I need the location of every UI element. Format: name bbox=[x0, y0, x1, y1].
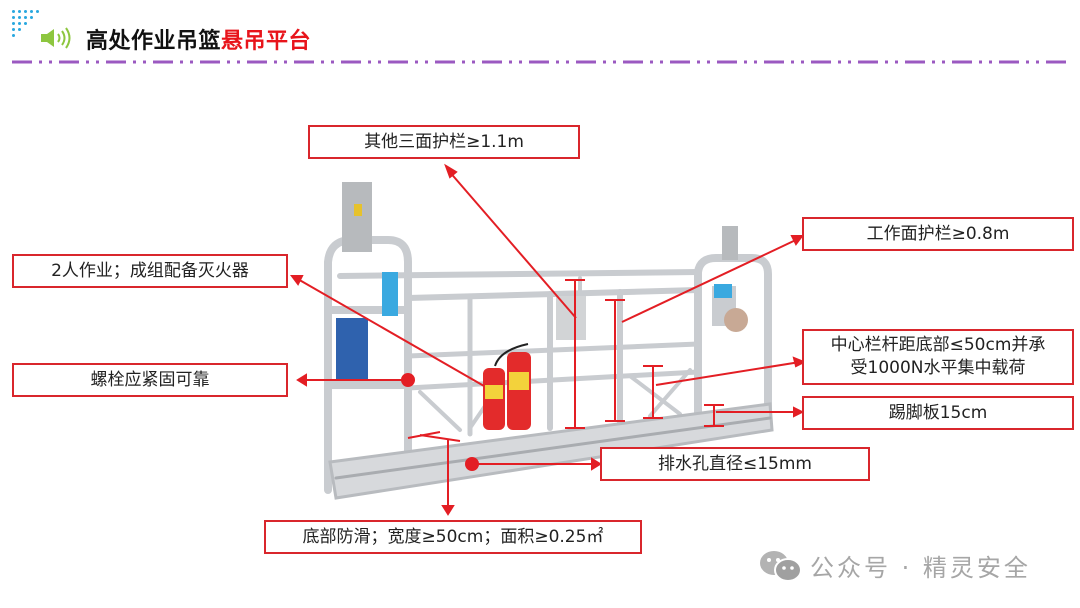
dash-dot-divider bbox=[12, 60, 1072, 64]
callout-two-person: 2人作业；成组配备灭火器 bbox=[12, 254, 288, 288]
speaker-icon bbox=[41, 27, 71, 49]
control-box bbox=[336, 318, 368, 380]
callout-middle-rail-line1: 中心栏杆距底部≤50cm并承 bbox=[830, 335, 1046, 355]
callout-work-rail: 工作面护栏≥0.8m bbox=[802, 217, 1074, 251]
fire-extinguisher-icon bbox=[483, 343, 531, 430]
callout-middle-rail: 中心栏杆距底部≤50cm并承 受1000N水平集中载荷 bbox=[802, 329, 1074, 385]
callout-toe-board-text: 踢脚板15cm bbox=[888, 402, 988, 423]
title-highlight: 悬吊平台 bbox=[221, 29, 312, 54]
callout-floor-text: 底部防滑；宽度≥50cm；面积≥0.25㎡ bbox=[302, 526, 604, 547]
callout-bolts-text: 螺栓应紧固可靠 bbox=[90, 369, 210, 390]
watermark-text: 公众号 · 精灵安全 bbox=[810, 554, 1031, 582]
title-main: 高处作业吊篮 bbox=[86, 29, 222, 54]
callout-floor: 底部防滑；宽度≥50cm；面积≥0.25㎡ bbox=[264, 520, 642, 554]
callout-middle-rail-line2: 受1000N水平集中载荷 bbox=[850, 358, 1026, 378]
callout-work-rail-text: 工作面护栏≥0.8m bbox=[866, 223, 1010, 244]
watermark: 公众号 · 精灵安全 bbox=[758, 548, 1031, 583]
electric-box bbox=[382, 272, 398, 316]
callout-other-rails: 其他三面护栏≥1.1m bbox=[308, 125, 580, 159]
callout-drain-hole: 排水孔直径≤15mm bbox=[600, 447, 870, 481]
callout-drain-hole-text: 排水孔直径≤15mm bbox=[658, 453, 812, 474]
callout-two-person-text: 2人作业；成组配备灭火器 bbox=[51, 260, 249, 281]
page-title: 高处作业吊篮悬吊平台 bbox=[86, 23, 311, 55]
callout-bolts: 螺栓应紧固可靠 bbox=[12, 363, 288, 397]
callout-other-rails-text: 其他三面护栏≥1.1m bbox=[364, 131, 524, 152]
wechat-icon bbox=[760, 550, 802, 582]
left-hoist bbox=[342, 182, 372, 252]
callout-toe-board: 踢脚板15cm bbox=[802, 396, 1074, 430]
